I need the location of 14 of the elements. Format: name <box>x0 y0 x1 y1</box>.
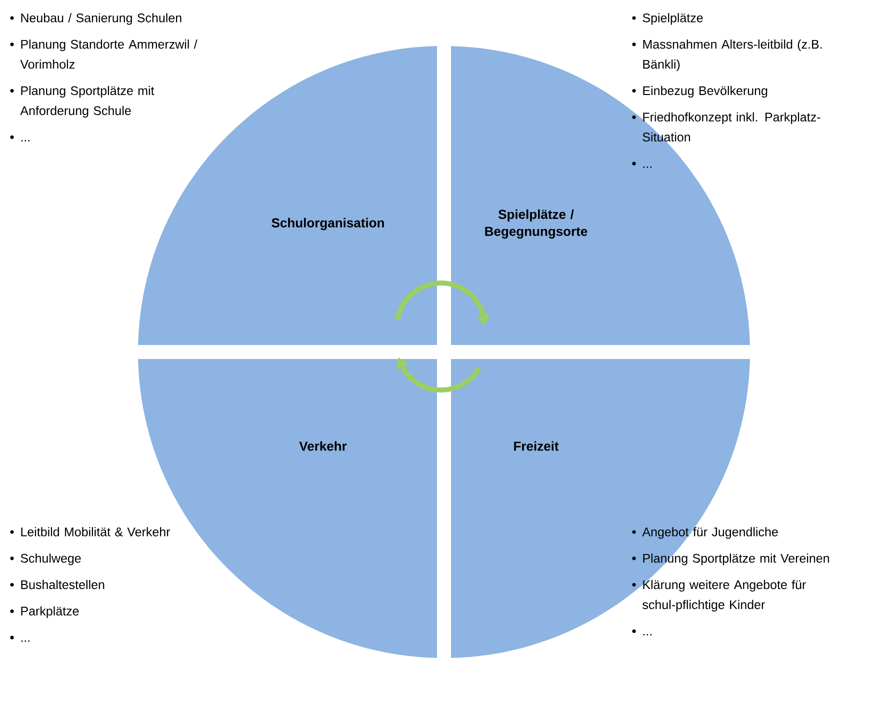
circular-arrow <box>395 280 490 326</box>
bullet-item: Bushaltestellen <box>10 580 104 590</box>
bullet-item: ... <box>632 162 652 168</box>
bullet-item: ... <box>10 636 30 642</box>
bullet-item: Schulwege <box>10 554 81 566</box>
bullet-item: Neubau / Sanierung Schulen <box>10 13 182 25</box>
bullet-item: Klärung weitere Angebote für schul-pflichtige Kinder <box>632 580 806 612</box>
bullet-item: Spielplätze <box>632 13 703 25</box>
bullet-item: ... <box>632 629 652 636</box>
bullet-item: Parkplätze <box>10 606 79 618</box>
circular-arrow <box>396 357 482 392</box>
bullet-item: ... <box>10 135 30 142</box>
bullet-item: Planung Sportplätze mit Vereinen <box>632 554 829 566</box>
bullet-item: Angebot für Jugendliche <box>632 527 778 539</box>
